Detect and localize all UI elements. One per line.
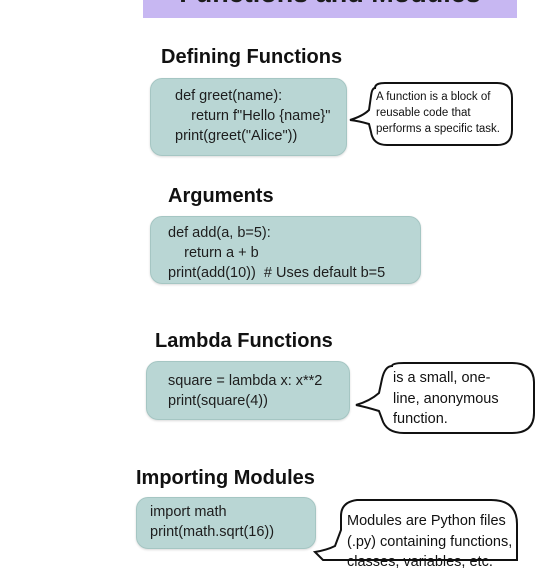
code-line: print(greet("Alice")) (175, 128, 298, 144)
speech-bubble-defining-functions (349, 82, 513, 146)
code-line: return f"Hello {name}" (175, 108, 331, 124)
heading-defining-functions: Defining Functions (161, 46, 343, 68)
code-line: def add(a, b=5): (168, 225, 271, 241)
heading-arguments: Arguments (168, 185, 274, 207)
code-line: print(add(10)) # Uses default b=5 (168, 265, 386, 281)
code-line: return a + b (168, 245, 259, 261)
code-line: square = lambda x: x**2 (168, 373, 323, 389)
heading-importing-modules: Importing Modules (136, 467, 315, 489)
code-box-lambda-functions: square = lambda x: x**2 print(square(4)) (146, 361, 350, 420)
heading-lambda-functions: Lambda Functions (155, 330, 333, 352)
code-line: print(square(4)) (168, 393, 268, 409)
bubble-note-lambda-functions: is a small, one- line, anonymous functio… (393, 370, 499, 427)
page-title: Functions and Modules (143, 0, 517, 8)
title-banner: Functions and Modules (143, 0, 517, 18)
speech-bubble-lambda-functions (355, 362, 535, 434)
code-box-arguments: def add(a, b=5): return a + b print(add(… (150, 216, 421, 284)
code-box-defining-functions: def greet(name): return f"Hello {name}" … (150, 78, 347, 156)
code-line: print(math.sqrt(16)) (150, 524, 275, 540)
code-line: def greet(name): (175, 88, 283, 104)
bubble-note-defining-functions: A function is a block of reusable code t… (376, 91, 500, 135)
bubble-note-importing-modules: Modules are Python files (.py) containin… (347, 513, 513, 570)
code-line: import math (150, 504, 227, 520)
code-box-importing-modules: import math print(math.sqrt(16)) (136, 497, 316, 549)
